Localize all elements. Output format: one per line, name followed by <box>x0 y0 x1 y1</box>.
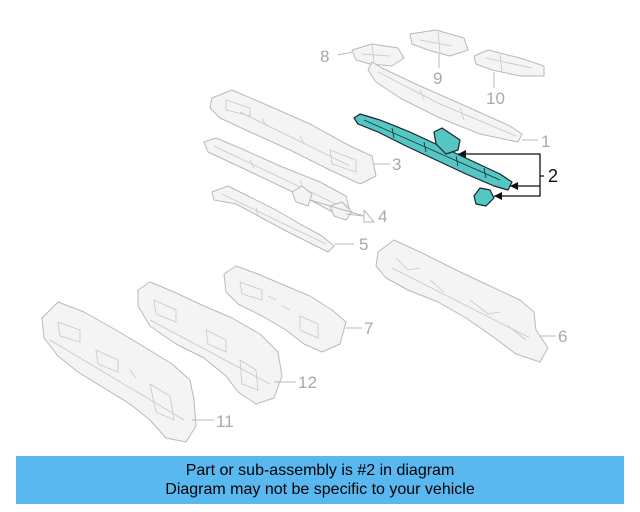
part-9-bracket <box>409 29 469 57</box>
callout-11: 11 <box>216 412 234 431</box>
callout-5: 5 <box>359 235 368 254</box>
callout-1: 1 <box>541 132 550 151</box>
callout-7: 7 <box>364 319 373 338</box>
callout-2: 2 <box>548 166 558 186</box>
leader-2-arrow-b <box>510 182 518 190</box>
part-12-mid-panel <box>137 281 283 405</box>
part-3-upper-dash <box>209 89 377 185</box>
leader-2-arrow-a <box>458 150 466 158</box>
part-11-lower-dash <box>41 301 197 443</box>
callout-8: 8 <box>320 47 329 66</box>
part-4-brackets <box>291 185 353 221</box>
callout-12: 12 <box>298 373 317 392</box>
callout-3: 3 <box>392 155 401 174</box>
callout-9: 9 <box>433 69 442 88</box>
part-6-dash-panel <box>375 239 549 363</box>
leader-2-arrow-c <box>494 192 502 200</box>
banner-line-1: Part or sub-assembly is #2 in diagram <box>185 462 455 479</box>
part-1-cowl-panel <box>367 61 523 143</box>
part-10-bracket <box>473 49 545 77</box>
part-8-bracket <box>351 43 405 67</box>
callout-4: 4 <box>378 207 387 226</box>
leader-8 <box>337 51 353 56</box>
part-7-insulator <box>223 265 347 353</box>
part-2-cowl-reinforcement <box>353 113 513 207</box>
part-5-support-rail <box>211 185 335 253</box>
banner-background <box>16 456 624 504</box>
leader-4 <box>309 199 376 223</box>
banner-line-2: Diagram may not be specific to your vehi… <box>165 481 475 498</box>
info-banner: Part or sub-assembly is #2 in diagram Di… <box>16 456 624 504</box>
callout-10: 10 <box>486 89 505 108</box>
callout-6: 6 <box>558 327 567 346</box>
